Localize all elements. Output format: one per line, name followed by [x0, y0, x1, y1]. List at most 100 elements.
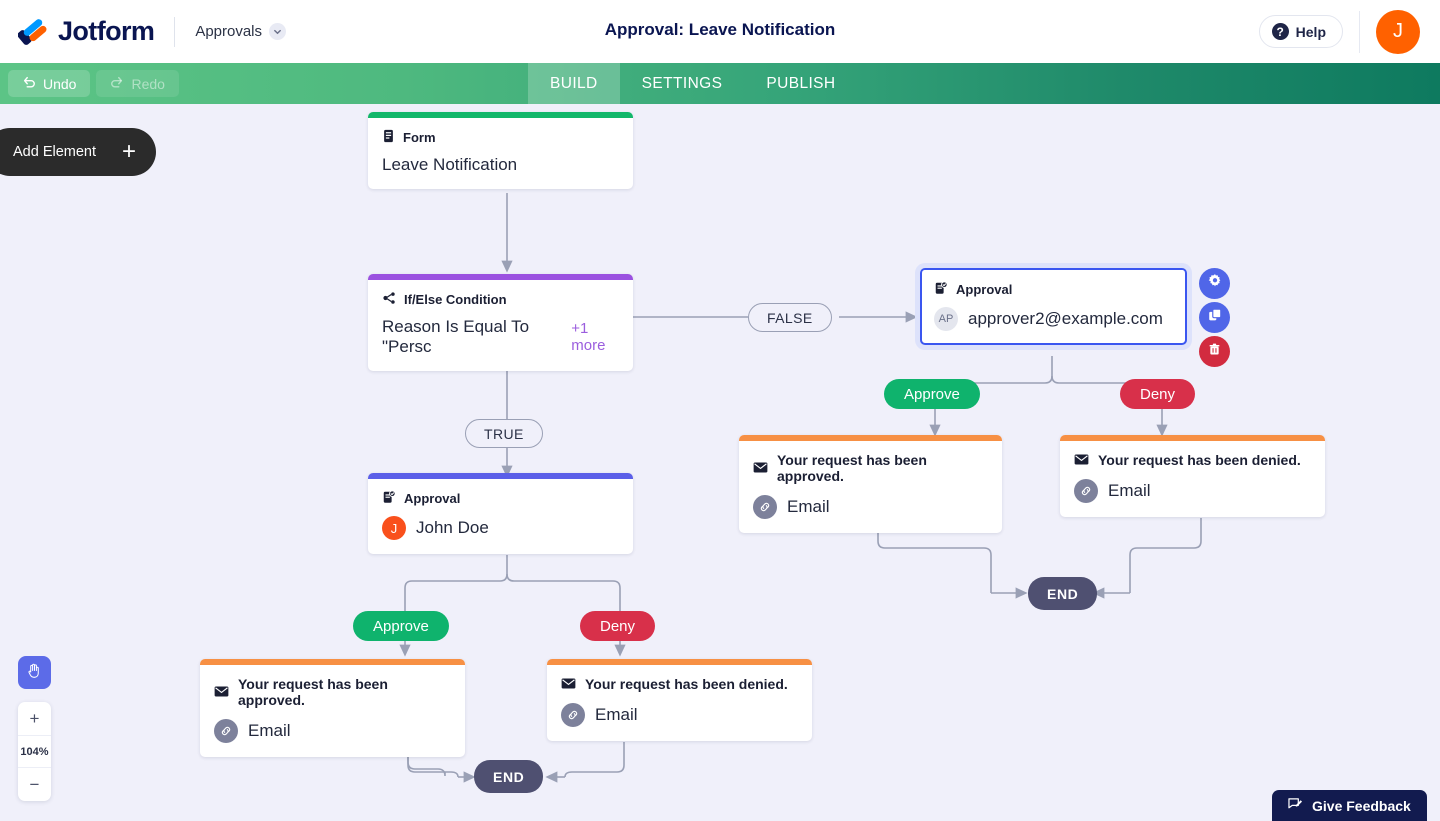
branch-label-approve-right: Approve: [884, 379, 980, 409]
node-kind: Approval: [934, 281, 1173, 298]
node-accent-bar: [739, 435, 1002, 441]
pan-tool-button[interactable]: [18, 656, 51, 689]
plus-icon: +: [122, 138, 137, 165]
envelope-icon: [561, 676, 576, 692]
branch-label-false: FALSE: [748, 303, 832, 332]
branch-label-true: TRUE: [465, 419, 543, 448]
zoom-in-button[interactable]: +: [29, 708, 40, 728]
branch-label-deny-left: Deny: [580, 611, 656, 641]
end-node-right: END: [1028, 577, 1098, 610]
node-email-denied-left[interactable]: Your request has been denied. Email: [547, 659, 812, 741]
node-body: Your request has been approved. Email: [739, 441, 1002, 533]
node-accent-bar: [368, 112, 633, 118]
node-value-row: J John Doe: [382, 516, 619, 540]
product-selector-label: Approvals: [195, 23, 263, 40]
header-right-group: ? Help J: [1258, 9, 1440, 54]
node-settings-button[interactable]: [1199, 268, 1230, 299]
add-element-button[interactable]: Add Element +: [0, 128, 157, 176]
undo-button[interactable]: Undo: [8, 70, 91, 97]
node-value: Email: [1108, 481, 1151, 500]
app-header: Jotform Approvals Approval: Leave Notifi…: [0, 0, 1440, 63]
tab-settings[interactable]: SETTINGS: [641, 74, 723, 92]
node-kind-label: Your request has been denied.: [585, 676, 788, 692]
header-divider-2: [1359, 10, 1360, 53]
gear-icon: [1207, 273, 1223, 294]
feedback-icon: [1288, 797, 1303, 814]
node-value: Email: [248, 721, 291, 740]
node-body: Your request has been denied. Email: [1060, 441, 1325, 517]
zoom-out-button[interactable]: −: [29, 774, 40, 794]
node-accent-bar: [922, 270, 1185, 272]
help-icon: ?: [1271, 23, 1289, 40]
branch-icon: [382, 291, 396, 308]
node-kind-label: Your request has been approved.: [777, 452, 927, 484]
node-body: Approval J John Doe: [368, 479, 633, 554]
node-accent-bar: [368, 274, 633, 280]
node-accent-bar: [1060, 435, 1325, 441]
node-email-denied-right[interactable]: Your request has been denied. Email: [1060, 435, 1325, 517]
trash-icon: [1207, 342, 1222, 362]
node-body: Your request has been approved. Email: [200, 665, 465, 757]
tab-build[interactable]: BUILD: [528, 63, 620, 104]
chevron-down-icon: [269, 23, 287, 40]
node-kind-label: Your request has been denied.: [1098, 452, 1301, 468]
approval-icon: [934, 281, 948, 298]
help-button[interactable]: ? Help: [1258, 15, 1343, 48]
node-body: Form Leave Notification: [368, 118, 633, 189]
node-value: Leave Notification: [382, 155, 518, 174]
help-label: Help: [1295, 23, 1326, 40]
hand-icon: [26, 662, 43, 684]
node-value: Reason Is Equal To "Persc: [382, 317, 530, 356]
redo-button[interactable]: Redo: [96, 70, 179, 97]
node-value-row: Email: [214, 719, 451, 743]
workflow-canvas[interactable]: Add Element + Form Leave Notification: [0, 104, 1440, 821]
zoom-level-label: 104%: [18, 735, 51, 768]
node-condition[interactable]: If/Else Condition Reason Is Equal To "Pe…: [368, 274, 633, 371]
approval-icon: [382, 490, 396, 507]
node-email-approved-left[interactable]: Your request has been approved. Email: [200, 659, 465, 757]
undo-label: Undo: [43, 75, 77, 92]
node-email-approved-right[interactable]: Your request has been approved. Email: [739, 435, 1002, 533]
link-icon: [561, 703, 585, 727]
jotform-logo-text: Jotform: [58, 16, 155, 46]
jotform-logo-icon: [17, 17, 48, 47]
tab-publish[interactable]: PUBLISH: [766, 74, 836, 92]
node-kind-label: Form: [403, 130, 436, 145]
envelope-icon: [753, 460, 768, 476]
node-value: John Doe: [416, 518, 489, 537]
node-kind: Form: [382, 129, 619, 146]
approver-avatar: J: [382, 516, 406, 540]
node-value-row: Email: [753, 495, 988, 519]
branch-label-approve-left: Approve: [353, 611, 449, 641]
end-node-left: END: [474, 760, 544, 793]
condition-more-link[interactable]: +1 more: [571, 320, 606, 354]
branch-label-deny-right: Deny: [1120, 379, 1196, 409]
form-icon: [382, 129, 395, 146]
node-body: Approval AP approver2@example.com: [922, 272, 1185, 343]
give-feedback-button[interactable]: Give Feedback: [1272, 790, 1427, 821]
jotform-logo[interactable]: Jotform: [0, 16, 155, 47]
node-kind-label: Approval: [956, 282, 1013, 297]
envelope-icon: [214, 684, 229, 700]
node-value-row: AP approver2@example.com: [934, 307, 1173, 331]
node-form[interactable]: Form Leave Notification: [368, 112, 633, 189]
redo-label: Redo: [131, 75, 165, 92]
product-selector[interactable]: Approvals: [195, 23, 287, 40]
node-delete-button[interactable]: [1199, 336, 1230, 367]
main-tabs: BUILD SETTINGS PUBLISH: [528, 63, 858, 104]
node-value-row: Email: [1074, 479, 1311, 503]
node-approval-left[interactable]: Approval J John Doe: [368, 473, 633, 554]
avatar[interactable]: J: [1376, 9, 1420, 54]
node-body: If/Else Condition Reason Is Equal To "Pe…: [368, 280, 633, 371]
node-accent-bar: [200, 659, 465, 665]
node-duplicate-button[interactable]: [1199, 302, 1230, 333]
undo-redo-group: Undo Redo: [0, 70, 179, 97]
add-element-label: Add Element: [13, 144, 97, 160]
header-divider: [174, 16, 176, 47]
node-kind: Your request has been approved.: [214, 676, 451, 708]
node-kind-label: Your request has been approved.: [238, 676, 388, 708]
zoom-controls: + 104% −: [18, 702, 51, 801]
duplicate-icon: [1207, 307, 1223, 328]
node-approval-right[interactable]: Approval AP approver2@example.com: [920, 268, 1187, 345]
